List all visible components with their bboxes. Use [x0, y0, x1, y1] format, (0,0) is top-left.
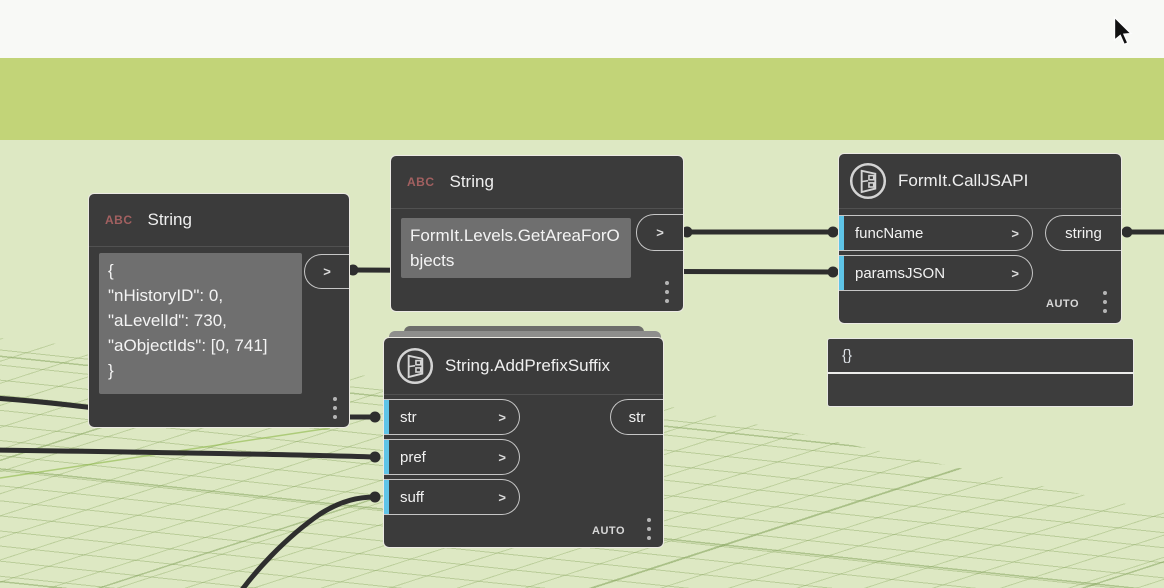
input-port-suff[interactable]: suff > — [384, 479, 520, 515]
wire-to-pref-input[interactable] — [0, 447, 378, 460]
port-accent-stripe — [839, 256, 844, 290]
formit-node-icon — [849, 162, 887, 200]
node-options-menu[interactable] — [665, 281, 669, 303]
port-label: str — [628, 408, 646, 426]
port-label: pref — [400, 448, 426, 466]
port-chevron: > — [1011, 225, 1019, 241]
green-banner — [0, 58, 1164, 140]
node-title: String — [449, 172, 494, 191]
node-options-menu[interactable] — [1103, 291, 1107, 313]
port-chevron: > — [498, 449, 506, 465]
port-chevron: > — [498, 409, 506, 425]
top-toolbar-area — [0, 0, 1164, 58]
mouse-cursor-icon — [1113, 16, 1133, 46]
input-port-pref[interactable]: pref > — [384, 439, 520, 475]
string2-output-port[interactable]: > — [636, 214, 683, 251]
port-accent-stripe — [839, 216, 844, 250]
string-value-input[interactable]: FormIt.Levels.GetAreaForObjects — [401, 218, 631, 278]
port-nub[interactable] — [827, 266, 839, 278]
port-nub[interactable] — [681, 226, 693, 238]
node-options-menu[interactable] — [333, 397, 337, 419]
port-nub[interactable] — [369, 451, 381, 463]
output-port-str[interactable]: str — [610, 399, 663, 435]
node-call-jsapi[interactable]: FormIt.CallJSAPI funcName > paramsJSON >… — [838, 153, 1122, 324]
node-add-prefix-suffix[interactable]: String.AddPrefixSuffix str > pref > suff… — [383, 337, 664, 548]
port-accent-stripe — [384, 480, 389, 514]
node-string-params[interactable]: ABC String { "nHistoryID": 0, "aLevelId"… — [88, 193, 350, 428]
lacing-mode-label[interactable]: AUTO — [592, 525, 625, 537]
port-nub[interactable] — [1121, 226, 1133, 238]
formit-node-icon — [396, 347, 434, 385]
port-accent-stripe — [384, 440, 389, 474]
input-port-str[interactable]: str > — [384, 399, 520, 435]
string-value-input[interactable]: { "nHistoryID": 0, "aLevelId": 730, "aOb… — [99, 253, 302, 394]
node-title: FormIt.CallJSAPI — [898, 171, 1029, 190]
string1-output-port[interactable]: > — [304, 254, 349, 289]
port-accent-stripe — [384, 400, 389, 434]
output-chevron: > — [323, 264, 331, 279]
port-label: string — [1065, 224, 1102, 242]
node-string-funcname[interactable]: ABC String FormIt.Levels.GetAreaForObjec… — [390, 155, 684, 312]
output-chevron: > — [656, 225, 664, 240]
graph-canvas[interactable]: ABC String { "nHistoryID": 0, "aLevelId"… — [0, 140, 1164, 588]
port-chevron: > — [1011, 265, 1019, 281]
port-label: str — [400, 408, 417, 426]
port-label: suff — [400, 488, 424, 506]
preview-empty-row — [828, 374, 1133, 401]
preview-divider — [828, 372, 1133, 374]
port-nub[interactable] — [827, 226, 839, 238]
abc-string-icon: ABC — [105, 213, 133, 227]
node-preview-bubble[interactable]: {} — [827, 338, 1134, 407]
abc-string-icon: ABC — [407, 175, 435, 189]
input-port-paramsjson[interactable]: paramsJSON > — [839, 255, 1033, 291]
input-port-funcname[interactable]: funcName > — [839, 215, 1033, 251]
node-title: String — [147, 210, 192, 229]
node-options-menu[interactable] — [647, 518, 651, 540]
port-nub[interactable] — [369, 411, 381, 423]
node-string-params-header[interactable]: ABC String — [89, 194, 349, 247]
node-add-prefix-suffix-header[interactable]: String.AddPrefixSuffix — [384, 338, 663, 395]
wire-to-suff-input[interactable] — [228, 494, 378, 588]
preview-value: {} — [842, 347, 853, 364]
port-chevron: > — [498, 489, 506, 505]
output-port-string[interactable]: string — [1045, 215, 1121, 251]
node-call-jsapi-header[interactable]: FormIt.CallJSAPI — [839, 154, 1121, 209]
node-string-funcname-header[interactable]: ABC String — [391, 156, 683, 209]
port-label: funcName — [855, 224, 924, 242]
port-nub[interactable] — [369, 491, 381, 503]
port-nub[interactable] — [347, 264, 359, 276]
port-label: paramsJSON — [855, 264, 946, 282]
lacing-mode-label[interactable]: AUTO — [1046, 298, 1079, 310]
node-title: String.AddPrefixSuffix — [445, 356, 611, 375]
